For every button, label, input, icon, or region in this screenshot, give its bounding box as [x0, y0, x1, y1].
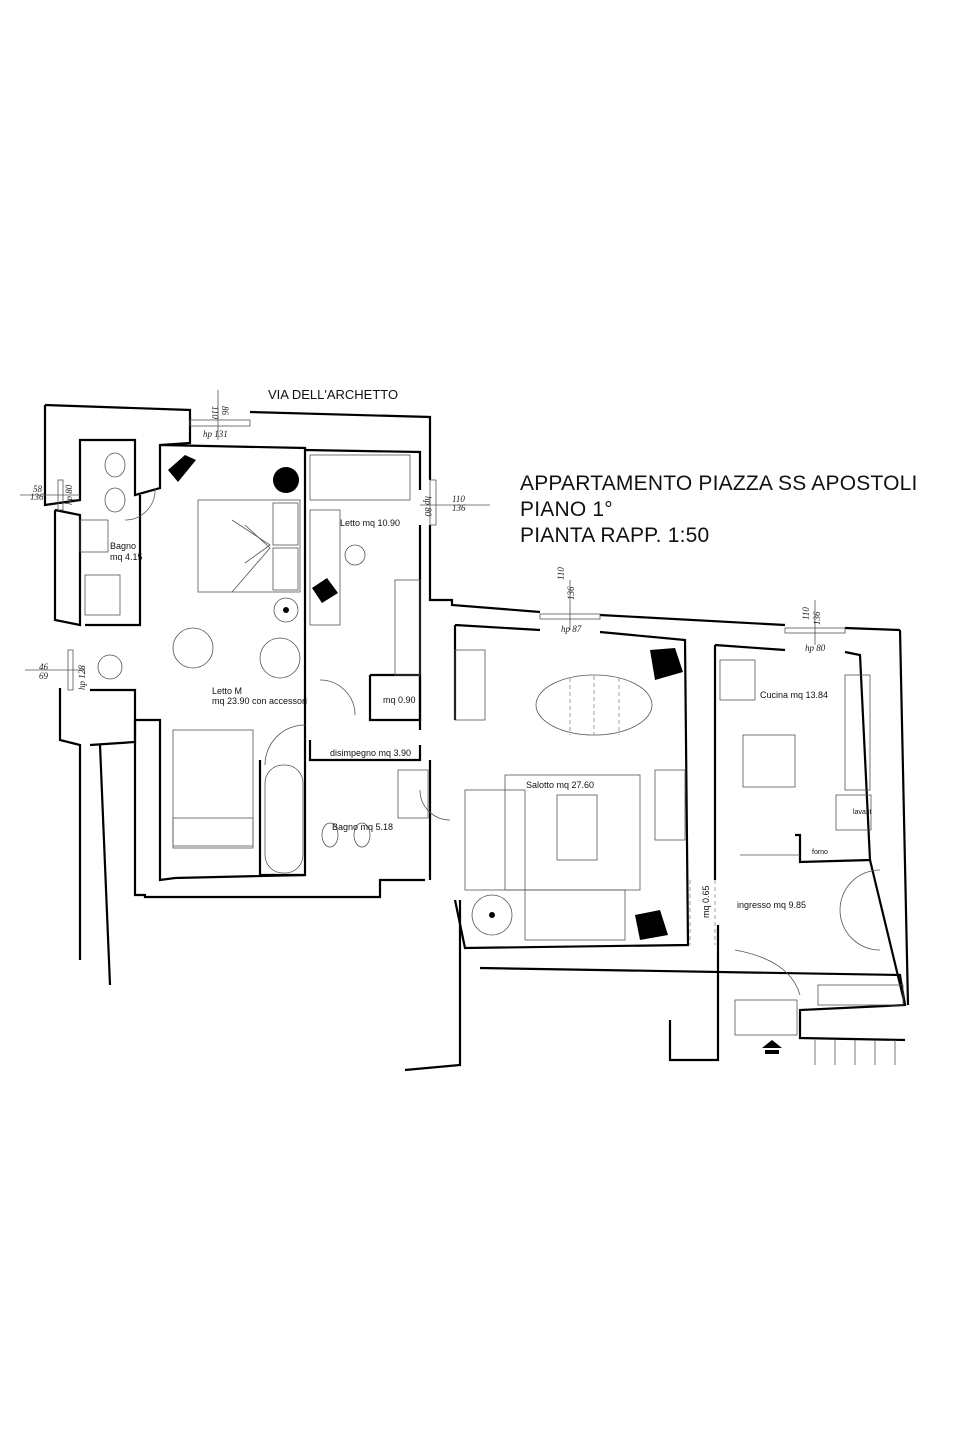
- window-sill: hp 80: [805, 643, 826, 653]
- floor-label: PIANO 1°: [520, 498, 613, 521]
- window-dim-bottom: 136: [566, 586, 576, 600]
- window-dim-top: 46: [39, 662, 49, 672]
- walls: [43, 403, 910, 1072]
- bagno-small-label: Bagno: [110, 541, 136, 551]
- window-sill: hp 80: [423, 496, 433, 517]
- window-dim-top: 110: [801, 607, 811, 620]
- closet-label: mq 0.90: [383, 695, 416, 705]
- window-dim-bottom: 69: [39, 671, 49, 681]
- salotto-label: Salotto mq 27.60: [526, 780, 594, 790]
- letto-label: Letto mq 10.90: [340, 518, 400, 528]
- window-dim-top: 110: [556, 567, 566, 580]
- disimpegno-label: disimpegno mq 3.90: [330, 748, 411, 758]
- street-name: VIA DELL'ARCHETTO: [268, 387, 399, 402]
- window-dim-top: 58: [33, 484, 43, 494]
- bagno-label: Bagno mq 5.18: [332, 822, 393, 832]
- window-sill: hp 87: [561, 624, 582, 634]
- ingresso-label: ingresso mq 9.85: [737, 900, 806, 910]
- window-sill: hp 128: [77, 665, 87, 690]
- letto-m-label: Letto M: [212, 686, 242, 696]
- window-dim-bottom: 86: [220, 406, 230, 416]
- window-dim-bottom: 136: [452, 503, 466, 513]
- window-dim-top: 110: [452, 494, 465, 504]
- letto-m-area: mq 23.90 con accessori: [212, 696, 307, 706]
- window-sill: hp 80: [64, 484, 74, 505]
- window-dim-bottom: 136: [812, 611, 822, 625]
- forno-label: forno: [812, 849, 828, 856]
- passage-label: mq 0.65: [701, 885, 711, 918]
- window-dim-top: 110: [210, 406, 220, 419]
- bagno-small-area: mq 4.15: [110, 552, 143, 562]
- scale-label: PIANTA RAPP. 1:50: [520, 524, 710, 547]
- cucina-label: Cucina mq 13.84: [760, 690, 828, 700]
- plan-title: APPARTAMENTO PIAZZA SS APOSTOLI: [520, 472, 918, 495]
- furniture: [79, 452, 904, 1065]
- window-dim-bottom: 136: [30, 492, 44, 502]
- window-sill: hp 131: [203, 429, 228, 439]
- lavast-label: lavast: [853, 809, 871, 816]
- windows: [20, 390, 846, 691]
